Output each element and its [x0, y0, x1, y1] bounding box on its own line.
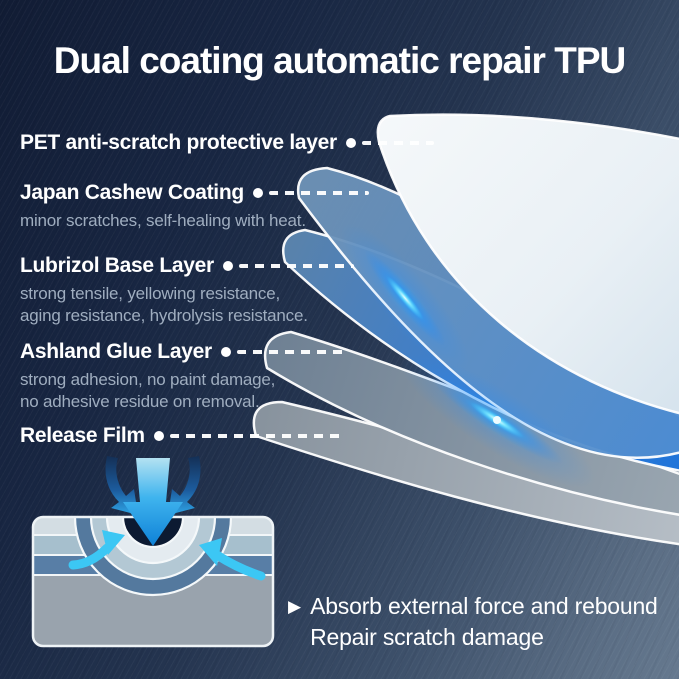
layer-name: PET anti-scratch protective layer [20, 131, 337, 154]
leader-dashed-line [361, 141, 434, 145]
layer-name: Lubrizol Base Layer [20, 254, 214, 277]
layer-name: Release Film [20, 424, 145, 447]
bullet-triangle-icon: ▶ [288, 597, 302, 616]
leader-dot-icon [345, 138, 356, 148]
leader-dashed-line [238, 264, 354, 268]
label-cashew-coating: Japan Cashew Coating minor scratches, se… [20, 181, 369, 232]
page-title: Dual coating automatic repair TPU [53, 40, 626, 81]
layer-description: strong tensile, yellowing resistance, ag… [20, 284, 308, 325]
leader-dot-icon [252, 188, 263, 198]
label-lubrizol-base: Lubrizol Base Layer strong tensile, yell… [20, 254, 354, 327]
caption-line-1: Absorb external force and rebound [310, 593, 658, 619]
leader-dot-icon [222, 261, 233, 271]
leader-dot-icon [153, 431, 164, 441]
layer-description: strong adhesion, no paint damage, no adh… [20, 370, 276, 411]
layer-description: minor scratches, self-healing with heat. [20, 211, 306, 230]
leader-dot-icon [220, 347, 231, 357]
caption-text: Absorb external force and rebound Repair… [310, 591, 658, 653]
label-ashland-glue: Ashland Glue Layer strong adhesion, no p… [20, 340, 347, 413]
leader-dashed-line [169, 434, 342, 438]
leader-dashed-line [236, 350, 347, 354]
label-pet-layer: PET anti-scratch protective layer [20, 131, 434, 155]
caption-line-2: Repair scratch damage [310, 624, 544, 650]
layer-name: Japan Cashew Coating [20, 181, 244, 204]
leader-dashed-line [268, 191, 369, 195]
layer-name: Ashland Glue Layer [20, 340, 212, 363]
label-release-film: Release Film [20, 424, 342, 448]
caption: ▶ Absorb external force and rebound Repa… [288, 591, 658, 653]
